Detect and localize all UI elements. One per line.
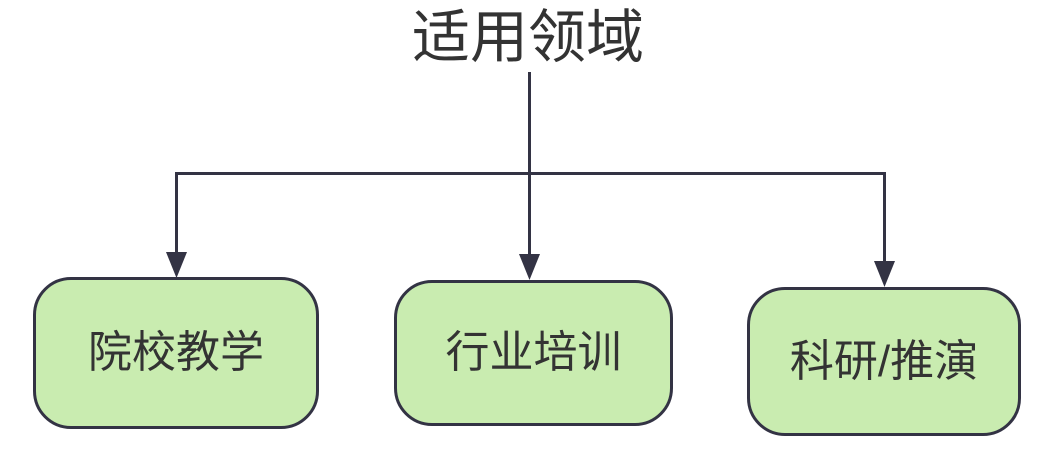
arrowhead-left <box>166 252 187 278</box>
leaf-node-research-simulation[interactable]: 科研/推演 <box>747 287 1021 436</box>
leaf-node-academic-teaching[interactable]: 院校教学 <box>33 277 319 429</box>
root-node: 适用领域 <box>411 5 644 70</box>
leaf-node-label: 院校教学 <box>88 328 264 377</box>
arrowhead-right <box>874 261 895 287</box>
leaf-node-label: 科研/推演 <box>789 336 979 386</box>
leaf-node-industry-training[interactable]: 行业培训 <box>394 280 673 426</box>
arrowhead-center <box>519 254 540 280</box>
leaf-node-label: 行业培训 <box>445 328 622 377</box>
